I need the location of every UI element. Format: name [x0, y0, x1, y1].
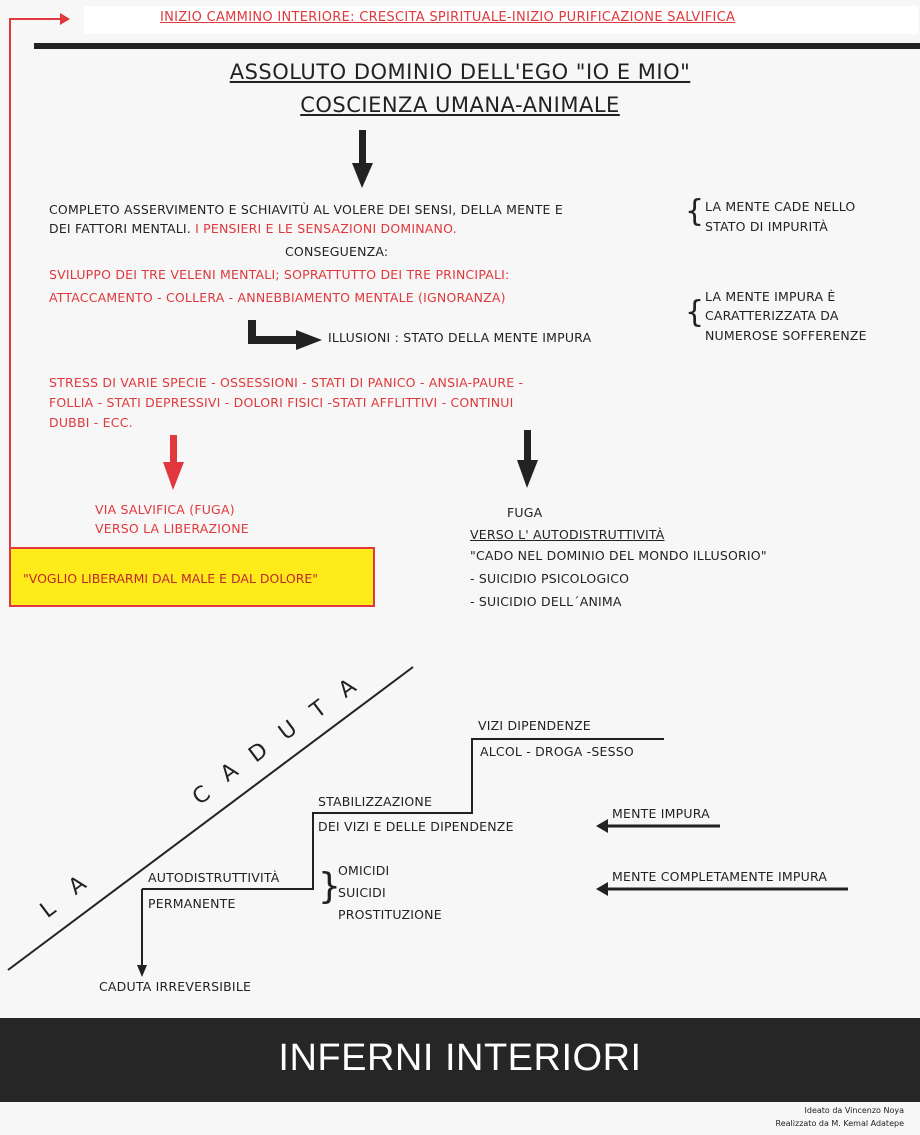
stress-line2: FOLLIA - STATI DEPRESSIVI - DOLORI FISIC…: [49, 395, 514, 410]
fuga-item1: - SUICIDIO PSICOLOGICO: [470, 571, 630, 586]
feedback-arrowhead: [60, 13, 70, 25]
step1-bottom: PERMANENTE: [148, 896, 236, 911]
footer-band: [0, 1018, 920, 1102]
red-down-arrow-head: [163, 462, 184, 490]
stress-line3: DUBBI - ECC.: [49, 415, 133, 430]
caduta-diagonal: [7, 666, 414, 971]
side-brace-2: {: [685, 295, 705, 330]
stress-line1: STRESS DI VARIE SPECIE - OSSESSIONI - ST…: [49, 375, 524, 390]
fuga-down-arrow-shaft: [524, 430, 531, 465]
side-note2-line3: NUMEROSE SOFFERENZE: [705, 328, 867, 343]
brace-item-1: OMICIDI: [338, 863, 390, 878]
fuga-down-arrow-head: [517, 460, 538, 488]
footer-title: INFERNI INTERIORI: [278, 1037, 642, 1079]
fuga-item2: - SUICIDIO DELL´ANIMA: [470, 594, 622, 609]
side-brace-1: {: [685, 194, 705, 229]
main-subheading: COSCIENZA UMANA-ANIMALE: [300, 93, 620, 117]
via-salvifica-line2: VERSO LA LIBERAZIONE: [95, 521, 249, 536]
top-banner: [84, 6, 918, 34]
step2-top: STABILIZZAZIONE: [318, 794, 433, 809]
top-title: INIZIO CAMMINO INTERIORE: CRESCITA SPIRI…: [160, 10, 736, 25]
brace-item-3: PROSTITUZIONE: [338, 907, 442, 922]
down-arrow-1-shaft: [359, 130, 366, 168]
caduta-end-label: CADUTA IRREVERSIBILE: [99, 979, 252, 994]
fuga-subtitle: VERSO L' AUTODISTRUTTIVITÀ: [470, 527, 665, 542]
descent-arrowhead: [137, 965, 147, 977]
side-note1-line1: LA MENTE CADE NELLO: [705, 199, 856, 214]
veleni-line2: ATTACCAMENTO - COLLERA - ANNEBBIAMENTO M…: [49, 290, 506, 305]
p1-line2-black: DEI FATTORI MENTALI.: [49, 221, 196, 236]
arrow1-label: MENTE IMPURA: [612, 806, 710, 821]
step3-bottom: ALCOL - DROGA -SESSO: [480, 744, 634, 759]
credit-line2: Realizzato da M. Kemal Adatepe: [775, 1119, 904, 1128]
crimes-brace: }: [318, 866, 341, 907]
side-note2-line1: LA MENTE IMPURA È: [705, 289, 836, 304]
fuga-quote: "CADO NEL DOMINIO DEL MONDO ILLUSORIO": [470, 548, 767, 563]
step1-top: AUTODISTRUTTIVITÀ: [148, 870, 280, 885]
p1-line2-red: I PENSIERI E LE SENSAZIONI DOMINANO.: [195, 221, 457, 236]
feedback-line: [9, 18, 60, 548]
illusion-arrow-head: [296, 330, 322, 350]
p1-line2: DEI FATTORI MENTALI. I PENSIERI E LE SEN…: [49, 221, 457, 236]
liberation-box: "VOGLIO LIBERARMI DAL MALE E DAL DOLORE": [9, 547, 375, 607]
veleni-line1: SVILUPPO DEI TRE VELENI MENTALI; SOPRATT…: [49, 267, 510, 282]
liberation-box-text: "VOGLIO LIBERARMI DAL MALE E DAL DOLORE": [23, 571, 319, 586]
via-salvifica-line1: VIA SALVIFICA (FUGA): [95, 502, 235, 517]
illusioni-label: ILLUSIONI : STATO DELLA MENTE IMPURA: [328, 330, 592, 345]
side-note1-line2: STATO DI IMPURITÀ: [705, 219, 829, 234]
fuga-title: FUGA: [507, 505, 543, 520]
illusion-arrow-vertical: [248, 320, 256, 344]
illusion-arrow-horizontal: [248, 336, 298, 344]
arrow2-label: MENTE COMPLETAMENTE IMPURA: [612, 869, 828, 884]
brace-item-2: SUICIDI: [338, 885, 386, 900]
step3-top: VIZI DIPENDENZE: [478, 718, 591, 733]
credit-line1: Ideato da Vincenzo Noya: [804, 1106, 905, 1115]
step2-bottom: DEI VIZI E DELLE DIPENDENZE: [318, 819, 514, 834]
staircase-line: [142, 738, 664, 890]
conseguenza-label: CONSEGUENZA:: [285, 244, 389, 259]
down-arrow-1-head: [352, 163, 373, 188]
red-down-arrow-shaft: [170, 435, 177, 465]
header-rule: [34, 43, 920, 49]
arrow-completamente-head: [596, 882, 608, 896]
arrow-mente-impura-head: [596, 819, 608, 833]
main-heading: ASSOLUTO DOMINIO DELL'EGO "IO E MIO": [229, 60, 691, 84]
p1-line1: COMPLETO ASSERVIMENTO E SCHIAVITÙ AL VOL…: [49, 202, 563, 217]
side-note2-line2: CARATTERIZZATA DA: [705, 308, 839, 323]
